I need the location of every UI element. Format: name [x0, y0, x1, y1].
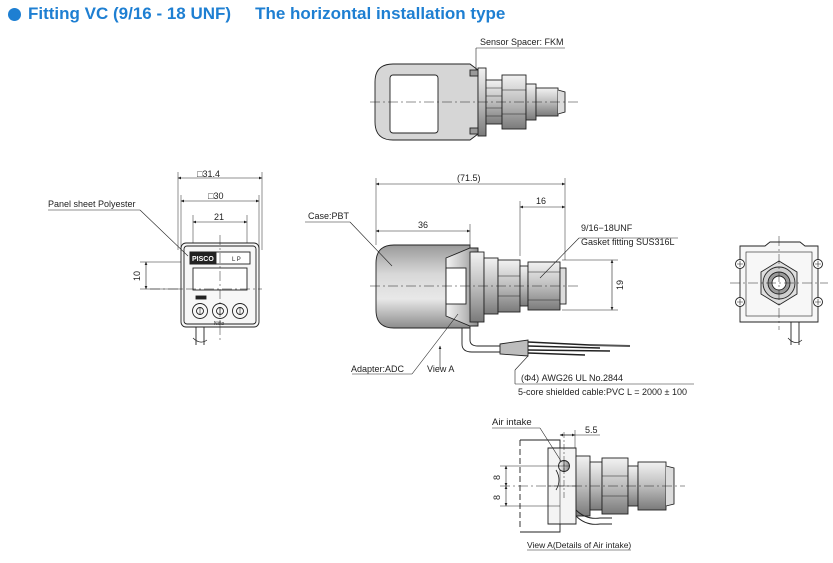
air-intake-label: Air intake [492, 417, 532, 428]
dim-8-lower: 8 [492, 495, 502, 500]
dim-36: 36 [418, 220, 428, 230]
gasket-label: Gasket fitting SUS316L [581, 237, 675, 247]
dim-5-5: 5.5 [585, 425, 598, 435]
side-view [305, 178, 694, 385]
front-view [48, 172, 263, 345]
dim-16: 16 [536, 196, 546, 206]
brand-logo-text: PISCO [192, 256, 214, 263]
panel-code-text: L P [232, 257, 241, 263]
panel-sheet-label: Panel sheet Polyester [48, 199, 136, 209]
subtitle-text: The horizontal installation type [255, 4, 506, 23]
case-label: Case:PBT [308, 211, 350, 221]
page-title: Fitting VC (9/16 - 18 UNF) The horizonta… [8, 1, 505, 27]
dim-8-upper: 8 [492, 475, 502, 480]
dim-square-31-4: □31.4 [197, 169, 220, 179]
rear-view [730, 236, 828, 345]
dim-19: 19 [615, 280, 625, 290]
adapter-label: Adapter:ADC [351, 364, 405, 374]
cable-desc-label: 5-core shielded cable:PVC L = 2000 ± 100 [518, 387, 687, 397]
sensor-spacer-label: Sensor Spacer: FKM [480, 37, 564, 47]
detail-view-a [492, 427, 685, 551]
thread-label: 9/16−18UNF [581, 223, 633, 233]
cable-spec-label: (Φ4) AWG26 UL No.2844 [521, 373, 623, 383]
dim-10: 10 [132, 271, 142, 281]
title-text: Fitting VC (9/16 - 18 UNF) [28, 4, 232, 23]
view-a-detail-caption: View A(Details of Air intake) [527, 540, 631, 550]
small-brand-text: Nitto [214, 321, 225, 327]
top-view [370, 47, 580, 141]
dim-71-5: (71.5) [457, 173, 481, 183]
dim-square-30: □30 [208, 191, 223, 201]
bullet-icon [8, 7, 21, 21]
view-a-label: View A [427, 364, 454, 374]
dim-21: 21 [214, 212, 224, 222]
